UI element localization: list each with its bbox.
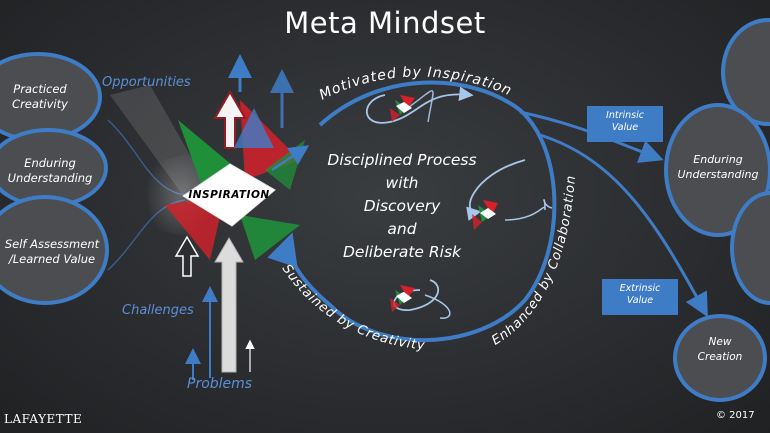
inspiration-diamond xyxy=(182,163,276,227)
self-assessment-line2: /Learned Value xyxy=(8,252,96,266)
enduring-right-line1: Enduring xyxy=(693,153,743,166)
lafayette-logo: LAFAYETTE xyxy=(4,412,83,426)
practiced-creativity-line2: Creativity xyxy=(12,97,68,111)
self-assessment-label: Self Assessment /Learned Value xyxy=(0,237,104,267)
extrinsic-value-box: Extrinsic Value xyxy=(602,279,678,315)
challenges-label: Challenges xyxy=(122,303,194,318)
copyright-text: © 2017 xyxy=(716,410,755,421)
mini-star-right xyxy=(472,200,498,230)
enduring-left-line2: Understanding xyxy=(7,171,93,185)
practiced-creativity-label: Practiced Creativity xyxy=(0,82,80,112)
center-line1: Disciplined Process xyxy=(327,151,477,169)
new-creation-line2: Creation xyxy=(697,351,743,363)
up-arrow-white-big xyxy=(214,237,244,373)
extrinsic-line2: Value xyxy=(626,295,654,306)
bubble-new-creation xyxy=(673,314,767,402)
page-title: Meta Mindset xyxy=(284,6,486,40)
mini-star-top xyxy=(390,95,415,122)
enduring-understanding-right-label: Enduring Understanding xyxy=(668,152,768,182)
cycle-label-right: Enhanced by Collaboration xyxy=(489,175,579,349)
problems-label: Problems xyxy=(187,376,253,392)
intrinsic-line2: Value xyxy=(611,122,639,133)
new-creation-line1: New xyxy=(708,336,732,348)
mini-star-bottom xyxy=(390,285,415,312)
opportunities-label: Opportunities xyxy=(102,75,191,90)
cycle-label-bottom-left: Sustained by Creativity xyxy=(279,262,426,354)
extrinsic-line1: Extrinsic xyxy=(619,283,661,294)
center-line2: with xyxy=(385,174,419,192)
center-line3: Discovery xyxy=(363,197,441,215)
bubble-right-middle xyxy=(730,191,770,305)
intrinsic-value-box: Intrinsic Value xyxy=(587,106,663,142)
center-line4: and xyxy=(387,220,417,238)
self-assessment-line1: Self Assessment xyxy=(4,237,100,251)
enduring-left-line1: Enduring xyxy=(24,156,76,170)
bubble-enduring-understanding-right xyxy=(664,103,770,237)
practiced-creativity-line1: Practiced xyxy=(13,82,67,96)
enduring-right-line2: Understanding xyxy=(677,168,759,181)
bubble-self-assessment xyxy=(0,195,109,305)
enduring-understanding-left-label: Enduring Understanding xyxy=(0,156,100,186)
center-line5: Deliberate Risk xyxy=(343,243,461,261)
bubble-right-top xyxy=(721,18,770,126)
inspiration-label: INSPIRATION xyxy=(188,189,270,201)
new-creation-label: New Creation xyxy=(680,335,760,365)
up-arrow-red-hollow xyxy=(174,235,200,277)
cycle-loop xyxy=(267,80,557,342)
center-process-text: Disciplined Process with Discovery and D… xyxy=(312,149,492,264)
intrinsic-line1: Intrinsic xyxy=(606,110,644,121)
up-arrow-large xyxy=(213,89,247,149)
